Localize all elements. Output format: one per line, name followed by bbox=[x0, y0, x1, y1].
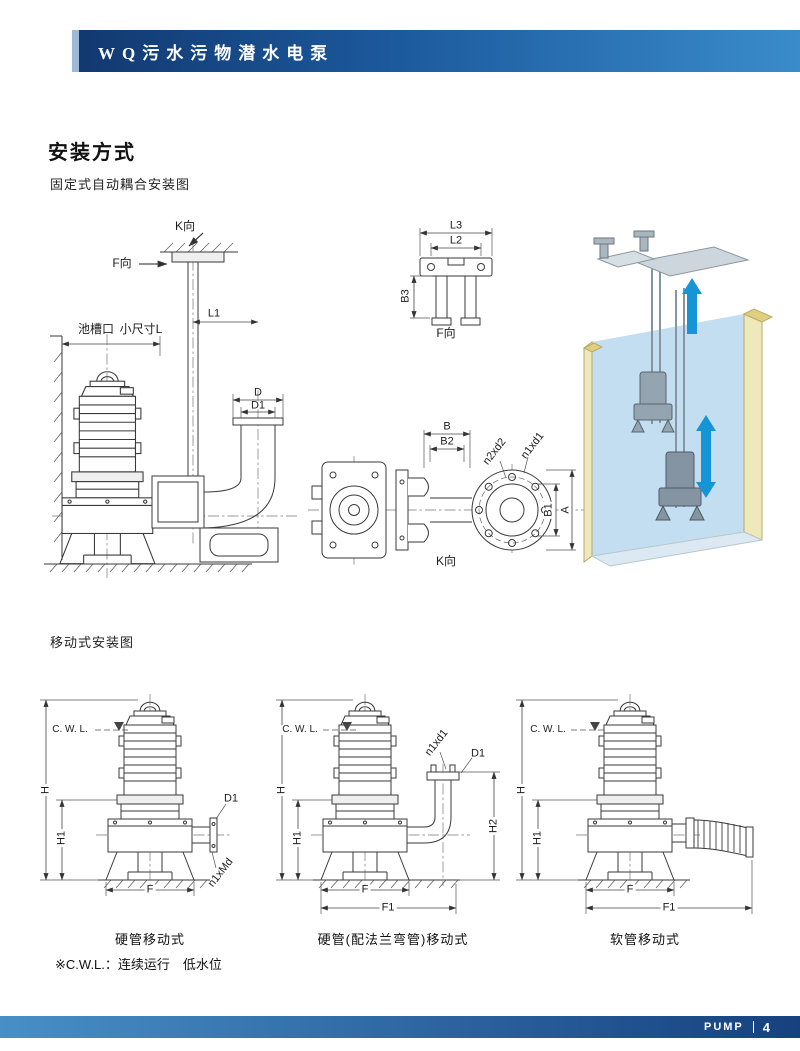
label-h-pump1: H bbox=[39, 784, 52, 796]
label-cwl-pump1: C. W. L. bbox=[50, 724, 90, 735]
label-l1: L1 bbox=[207, 307, 221, 320]
label-h2-pump2: H2 bbox=[487, 816, 500, 836]
label-tank-opening: 池槽口 bbox=[77, 322, 115, 336]
label-cwl-pump3: C. W. L. bbox=[528, 724, 568, 735]
label-d: D bbox=[254, 386, 262, 399]
label-f-pump3: F bbox=[624, 883, 636, 896]
label-h-pump2: H bbox=[275, 784, 288, 796]
label-h-pump3: H bbox=[515, 784, 528, 796]
section-title: 安装方式 bbox=[48, 142, 136, 164]
coupling-flange-view bbox=[308, 430, 588, 566]
label-f1-pump2: F1 bbox=[379, 901, 397, 914]
footer-page-number: 4 bbox=[762, 1019, 770, 1035]
label-d1: D1 bbox=[250, 399, 266, 412]
label-min-dimension: 小尺寸L bbox=[119, 322, 163, 336]
mobile-pump-flanged-elbow bbox=[276, 694, 500, 914]
label-cwl-pump2: C. W. L. bbox=[280, 724, 320, 735]
label-k-direction: K向 bbox=[174, 219, 196, 233]
installation-3d-illustration bbox=[582, 230, 774, 567]
header-accent bbox=[72, 30, 79, 72]
label-l2: L2 bbox=[449, 234, 463, 247]
fixed-installation-side-view bbox=[44, 232, 300, 578]
label-h1-pump2: H1 bbox=[291, 828, 304, 848]
caption-hose: 软管移动式 bbox=[609, 932, 680, 947]
caption-flanged-elbow: 硬管(配法兰弯管)移动式 bbox=[317, 932, 469, 947]
page-header: WQ污水污物潜水电泵 bbox=[72, 30, 800, 72]
footer-separator bbox=[752, 1021, 754, 1033]
label-d1-pump2: D1 bbox=[470, 747, 486, 760]
label-b1: B1 bbox=[542, 501, 555, 519]
fixed-subtitle: 固定式自动耦合安装图 bbox=[50, 177, 191, 192]
page-footer: PUMP 4 bbox=[0, 1016, 800, 1038]
label-b3: B3 bbox=[399, 287, 412, 305]
cwl-note: ※C.W.L.：连续运行 低水位 bbox=[55, 957, 222, 972]
label-b: B bbox=[443, 420, 451, 433]
caption-hard-pipe: 硬管移动式 bbox=[114, 932, 185, 947]
label-f-direction-top: F向 bbox=[436, 326, 456, 340]
label-h1-pump1: H1 bbox=[55, 828, 68, 848]
label-f-pump1: F bbox=[144, 883, 156, 896]
label-f1-pump3: F1 bbox=[660, 901, 678, 914]
label-b2: B2 bbox=[440, 435, 454, 448]
mobile-pump-hard-pipe bbox=[40, 694, 232, 896]
label-f-pump2: F bbox=[359, 883, 371, 896]
label-f-direction: F向 bbox=[112, 256, 132, 270]
label-h1-pump3: H1 bbox=[531, 828, 544, 848]
header-title: WQ污水污物潜水电泵 bbox=[98, 43, 335, 63]
label-k-direction-flange: K向 bbox=[435, 554, 457, 568]
guide-bracket-top-view bbox=[410, 228, 493, 326]
label-l3: L3 bbox=[449, 219, 463, 232]
label-d1-pump1: D1 bbox=[223, 792, 239, 805]
footer-brand: PUMP bbox=[703, 1021, 744, 1033]
mobile-subtitle: 移动式安装图 bbox=[50, 635, 135, 650]
label-a: A bbox=[559, 504, 572, 516]
